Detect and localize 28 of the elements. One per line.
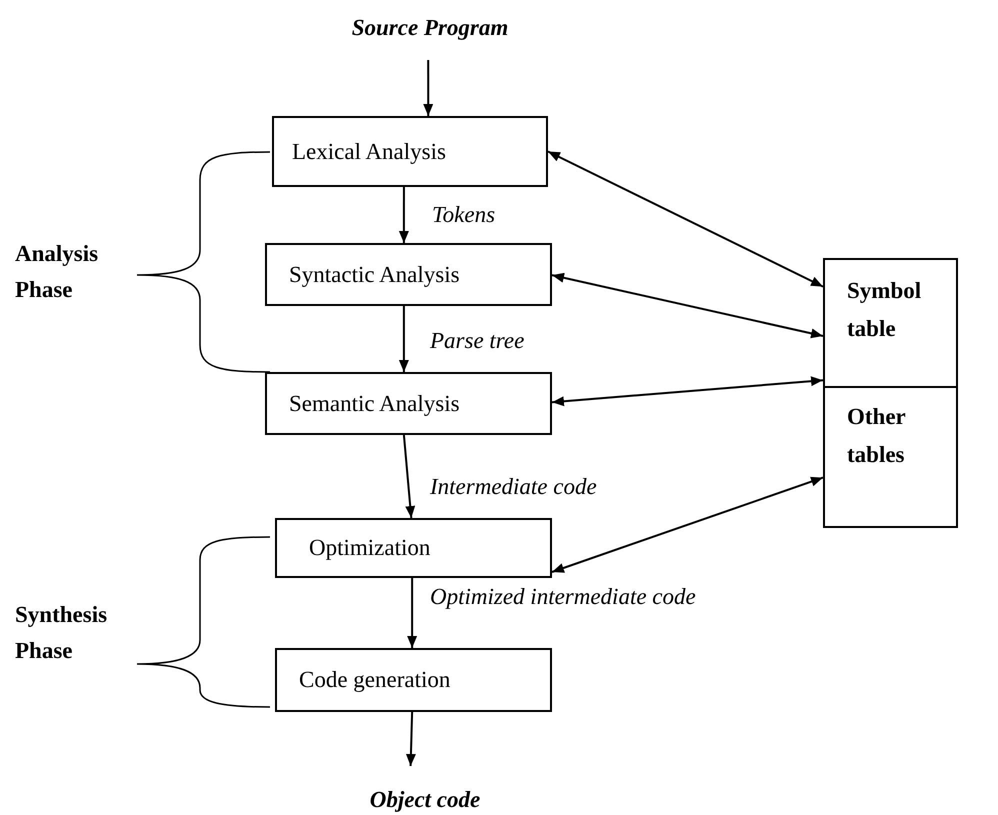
phase-label: Analysis Phase bbox=[15, 240, 100, 304]
node-text: Source Program bbox=[352, 15, 508, 41]
node-text: Object code bbox=[370, 787, 480, 813]
process-box bbox=[265, 372, 552, 435]
table-box bbox=[823, 258, 958, 388]
arrow bbox=[398, 187, 409, 243]
node-text: Lexical Analysis bbox=[292, 138, 446, 164]
node-text: Code generation bbox=[299, 667, 450, 693]
process-box bbox=[265, 243, 552, 306]
process-box bbox=[275, 518, 552, 578]
arrow bbox=[406, 712, 416, 766]
arrow bbox=[552, 272, 824, 338]
node-text: Syntactic Analysis bbox=[289, 262, 460, 288]
node-text: Optimization bbox=[309, 535, 430, 561]
arrow bbox=[548, 150, 824, 288]
arrow bbox=[398, 306, 409, 372]
process-box bbox=[272, 116, 548, 187]
node-text: Symbol table bbox=[847, 277, 922, 343]
node-text: Semantic Analysis bbox=[289, 390, 460, 416]
table-box bbox=[823, 388, 958, 528]
phase-label: Synthesis Phase bbox=[15, 601, 108, 665]
arrow bbox=[423, 60, 434, 116]
process-box bbox=[275, 648, 552, 712]
arrow bbox=[552, 376, 824, 406]
node-text: Other tables bbox=[847, 403, 906, 469]
arrow bbox=[407, 578, 418, 648]
arrow bbox=[402, 434, 416, 518]
arrow bbox=[552, 476, 824, 573]
